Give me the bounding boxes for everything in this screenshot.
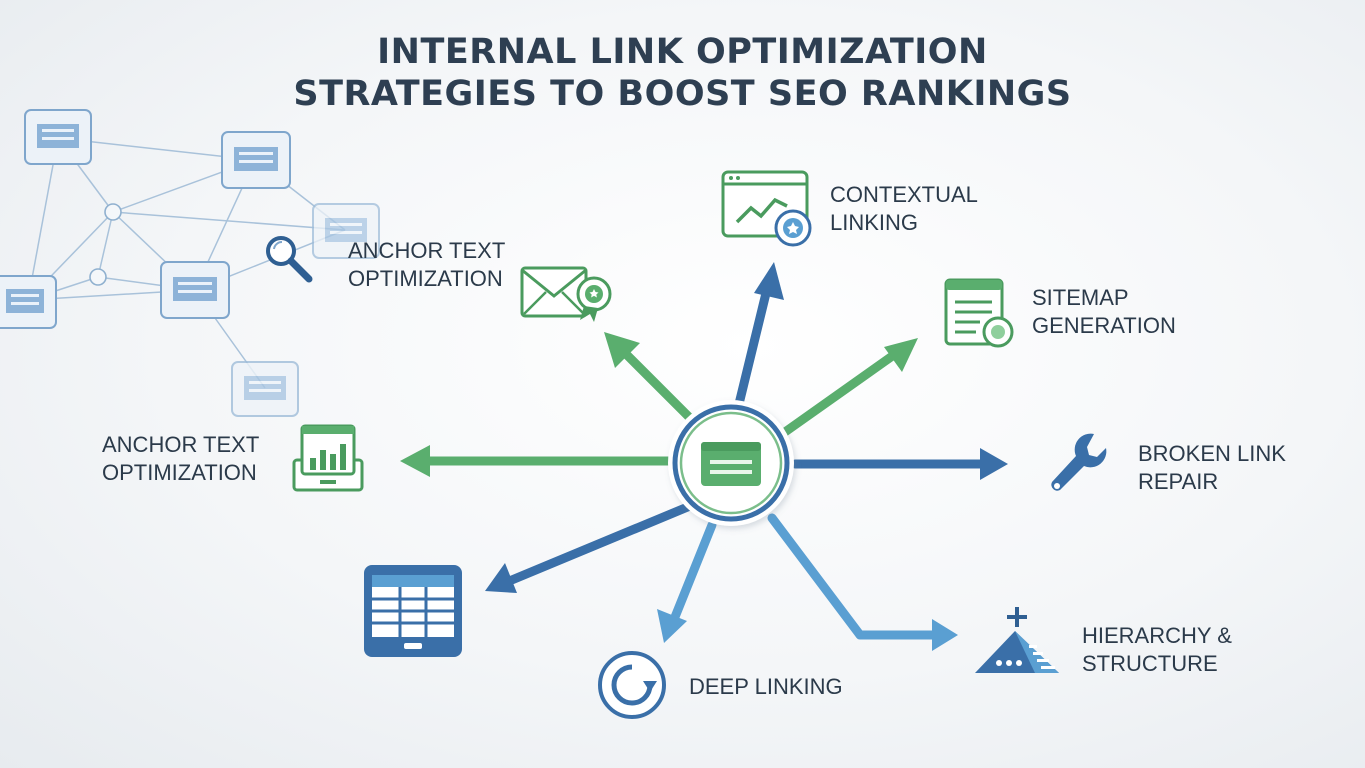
label-sitemap-generation: SITEMAP GENERATION — [1032, 284, 1176, 340]
arrow-to-table — [485, 501, 695, 593]
arrow-to-hierarchy — [767, 513, 958, 651]
page-node-icon — [24, 109, 92, 165]
pyramid-icon — [975, 607, 1059, 673]
network-node-small — [89, 203, 122, 286]
label-line: SITEMAP — [1032, 285, 1129, 310]
document-search-icon — [944, 278, 1014, 348]
label-line: REPAIR — [1138, 469, 1219, 494]
network-page-nodes — [0, 109, 380, 417]
page-node-icon — [312, 203, 380, 259]
magnifier-icon — [266, 236, 313, 283]
page-node-icon — [231, 361, 299, 417]
label-anchor-text-top: ANCHOR TEXT OPTIMIZATION — [348, 237, 505, 293]
label-line: CONTEXTUAL — [830, 182, 978, 207]
label-line: LINKING — [830, 210, 919, 235]
diagram-title-line1: INTERNAL LINK OPTIMIZATION — [377, 32, 988, 72]
label-line: ANCHOR TEXT — [102, 432, 260, 457]
label-line: DEEP LINKING — [689, 674, 843, 699]
page-node-icon — [221, 131, 291, 189]
wrench-icon — [1051, 433, 1107, 491]
label-line: STRUCTURE — [1082, 651, 1218, 676]
label-line: OPTIMIZATION — [102, 460, 257, 485]
web-page-icon — [701, 442, 761, 486]
label-line: OPTIMIZATION — [348, 266, 503, 291]
central-hub — [668, 400, 794, 526]
label-contextual-linking: CONTEXTUAL LINKING — [830, 181, 978, 237]
label-line: GENERATION — [1032, 313, 1176, 338]
bar-chart-tablet-icon — [292, 424, 364, 492]
label-anchor-text-left: ANCHOR TEXT OPTIMIZATION — [102, 431, 259, 487]
table-monitor-icon — [364, 565, 462, 657]
arrow-to-deep — [657, 520, 717, 643]
page-node-icon — [0, 275, 57, 329]
analytics-chart-icon — [721, 170, 812, 247]
arrow-to-contextual — [733, 262, 784, 413]
envelope-badge-icon — [520, 266, 612, 322]
page-node-icon — [160, 261, 230, 319]
label-line: HIERARCHY & — [1082, 623, 1232, 648]
label-line: ANCHOR TEXT — [348, 238, 506, 263]
label-deep-linking: DEEP LINKING — [689, 673, 843, 701]
arrow-to-sitemap — [780, 338, 918, 437]
label-hierarchy-structure: HIERARCHY & STRUCTURE — [1082, 622, 1232, 678]
diagram-title-line2: STRATEGIES TO BOOST SEO RANKINGS — [293, 74, 1072, 114]
arrow-to-anchor-left — [400, 445, 675, 477]
refresh-circle-icon — [598, 651, 666, 719]
label-line: BROKEN LINK — [1138, 441, 1286, 466]
label-broken-link-repair: BROKEN LINK REPAIR — [1138, 440, 1286, 496]
arrow-to-broken — [790, 448, 1008, 480]
arrow-to-anchor-top — [604, 332, 695, 423]
